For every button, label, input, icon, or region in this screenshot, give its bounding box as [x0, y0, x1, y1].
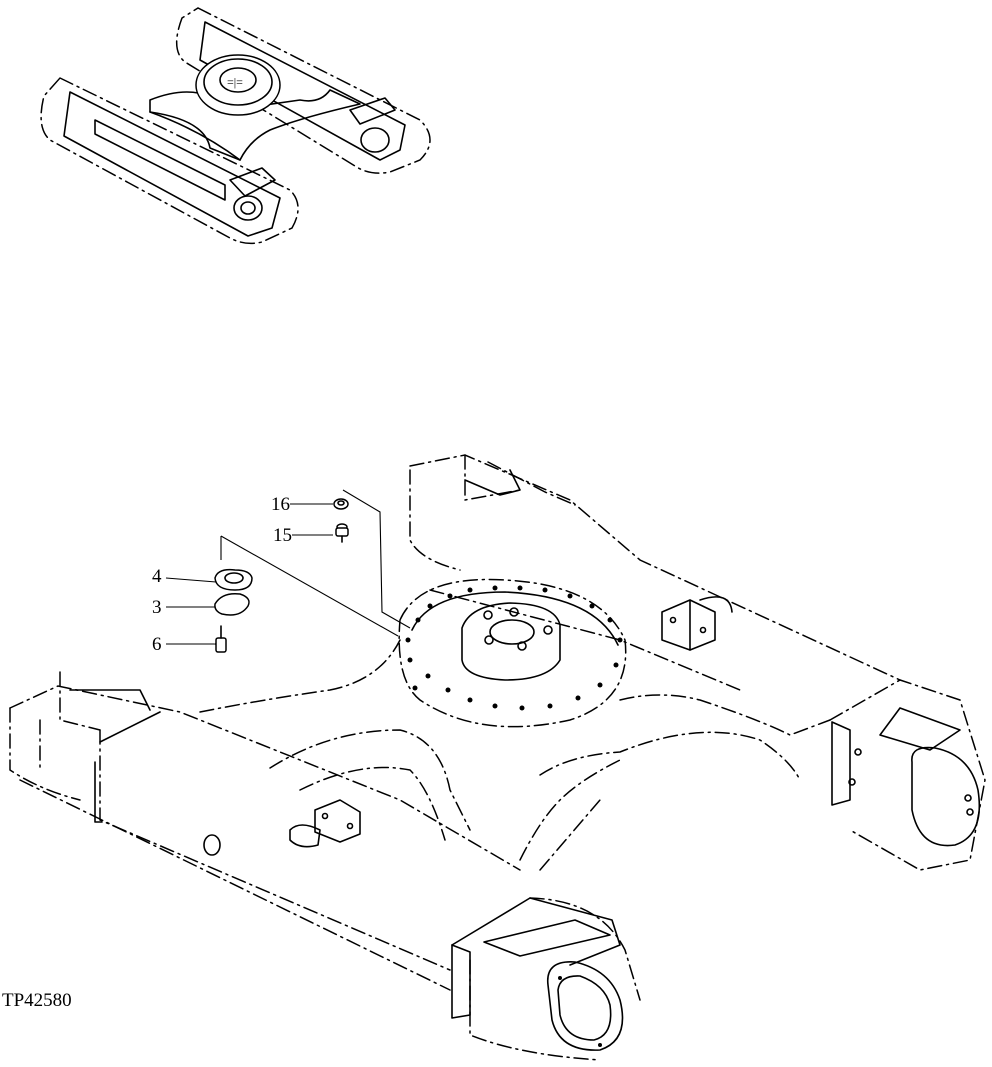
- leader-lines: [220, 489, 411, 637]
- gasket-icon: [214, 592, 250, 616]
- swing-bearing: [398, 578, 627, 728]
- svg-text:6: 6: [152, 634, 162, 655]
- svg-text:15: 15: [273, 525, 292, 546]
- callout-15: 15: [273, 523, 349, 546]
- overview-undercarriage: =|=: [40, 7, 431, 245]
- cap-screw-icon: [214, 625, 227, 653]
- svg-text:=|=: =|=: [227, 75, 243, 89]
- plate-icon: [214, 568, 253, 591]
- callout-4: 4: [152, 566, 253, 591]
- callout-16: 16: [271, 494, 349, 515]
- cap-screw-icon: [335, 523, 349, 543]
- main-undercarriage: [9, 454, 986, 1061]
- svg-text:4: 4: [152, 566, 162, 587]
- svg-text:3: 3: [152, 597, 162, 618]
- svg-text:16: 16: [271, 494, 290, 515]
- ring-icon: [333, 498, 349, 510]
- callout-3: 3: [152, 592, 250, 618]
- callout-6: 6: [152, 625, 227, 655]
- figure-id: TP42580: [2, 990, 72, 1011]
